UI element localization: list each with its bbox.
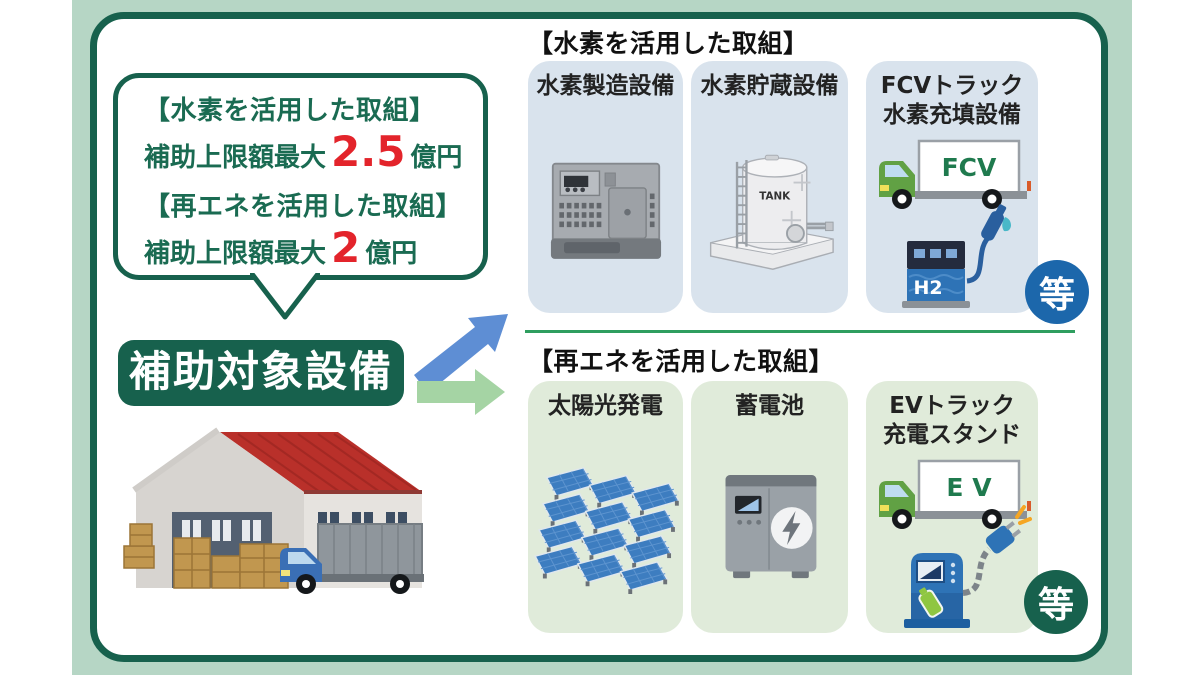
card-title: FCVトラック 水素充填設備	[881, 72, 1023, 130]
hydrogen-amount-prefix: 補助上限額最大	[144, 143, 327, 173]
hydrogen-amount-unit: 億円	[410, 143, 463, 173]
renewable-amount-unit: 億円	[365, 239, 418, 269]
fcv-truck-illustration: FCV H2	[879, 139, 1031, 308]
card-ev-truck-charger: EVトラック 充電スタンド E V	[866, 381, 1038, 633]
renewable-section-title: 【再エネを活用した取組】	[528, 347, 835, 376]
warehouse-illustration	[123, 427, 424, 594]
target-equipment-label: 補助対象設備	[118, 340, 404, 406]
section-divider	[525, 330, 1075, 333]
fcv-truck-label: FCV	[942, 153, 997, 182]
renewable-arrow-icon	[417, 369, 505, 415]
card-title-line1: FCVトラック	[880, 73, 1024, 99]
card-title: EVトラック 充電スタンド	[883, 392, 1021, 450]
subsidy-speech-bubble: 【水素を活用した取組】 補助上限額最大 2.5 億円 【再エネを活用した取組】 …	[113, 73, 488, 280]
tank-label: TANK	[759, 190, 791, 202]
generator-illustration	[550, 162, 661, 259]
renewable-initiative-label: 【再エネを活用した取組】	[144, 192, 463, 222]
card-title-line2: 充電スタンド	[883, 422, 1021, 448]
battery-illustration	[725, 474, 816, 578]
renewable-amount-value: 2	[331, 223, 361, 272]
card-title-line1: EVトラック	[889, 393, 1015, 419]
hydrogen-subsidy-amount: 補助上限額最大 2.5 億円	[144, 128, 465, 182]
card-title: 水素製造設備	[536, 73, 675, 99]
ev-truck-label: E V	[946, 473, 992, 502]
card-title: 太陽光発電	[548, 393, 663, 419]
hydrogen-amount-value: 2.5	[331, 127, 406, 176]
h2-dispenser-label: H2	[913, 277, 942, 299]
tank-illustration: TANK	[709, 154, 834, 270]
hydrogen-arrow-icon	[414, 314, 508, 393]
hydrogen-etc-badge: 等	[1025, 260, 1089, 324]
card-hydrogen-production: 水素製造設備	[528, 61, 683, 313]
renewable-amount-prefix: 補助上限額最大	[144, 239, 327, 269]
card-title: 蓄電池	[735, 393, 804, 419]
card-title: 水素貯蔵設備	[700, 73, 839, 99]
renewable-subsidy-amount: 補助上限額最大 2 億円	[144, 224, 465, 278]
card-fcv-truck-station: FCVトラック 水素充填設備 FCV	[866, 61, 1038, 313]
solar-panel-illustration	[533, 466, 679, 594]
speech-bubble-tail	[250, 273, 320, 320]
card-title-line2: 水素充填設備	[883, 102, 1021, 128]
hydrogen-initiative-label: 【水素を活用した取組】	[144, 96, 436, 126]
ev-truck-illustration: E V	[879, 459, 1032, 628]
card-storage-battery: 蓄電池	[691, 381, 848, 633]
renewable-etc-badge: 等	[1024, 570, 1088, 634]
card-hydrogen-storage: 水素貯蔵設備 TANK	[691, 61, 848, 313]
card-solar-power: 太陽光発電	[528, 381, 683, 633]
hydrogen-section-title: 【水素を活用した取組】	[528, 29, 809, 58]
